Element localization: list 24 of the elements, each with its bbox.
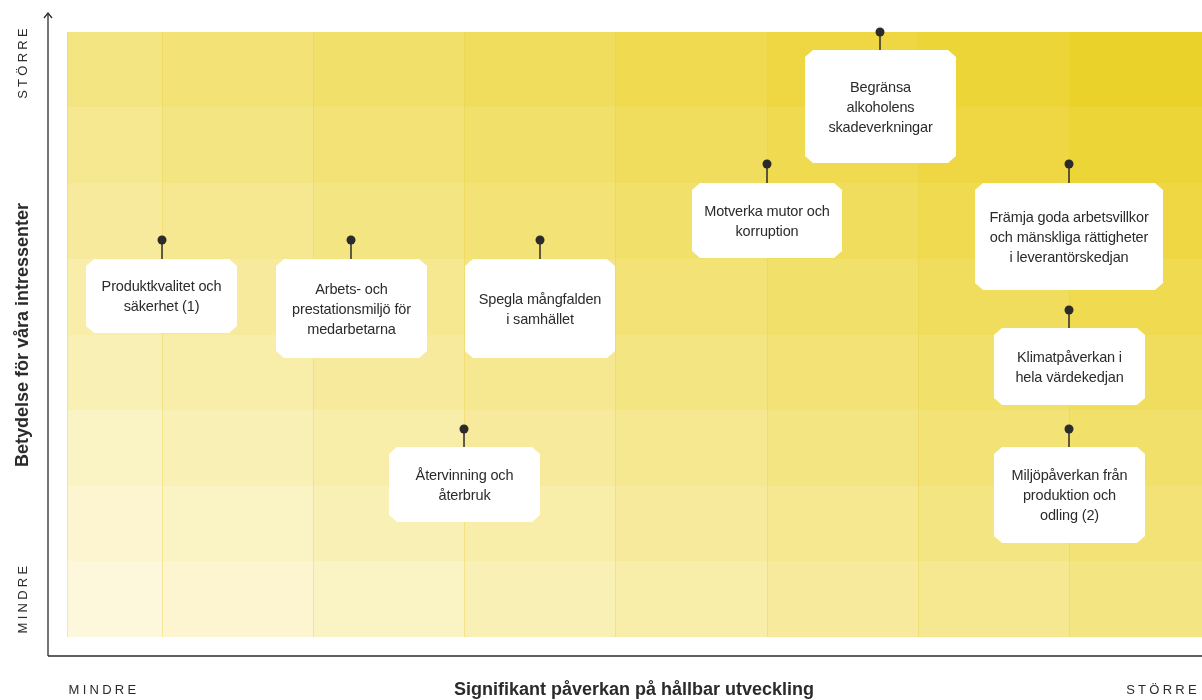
topic-card (975, 183, 1163, 290)
topic-card (805, 50, 956, 163)
topic-text: Miljöpåverkan från produktion och odling (2) (1010, 466, 1129, 525)
topic-text: Begränsa alkoholens skadeverkningar (827, 77, 934, 137)
topic-card (389, 447, 540, 522)
topic-text: Spegla mångfalden i samhället (477, 289, 603, 329)
topic-text: Klimatpåverkan i hela värdekedjan (1014, 347, 1125, 387)
topic-text: Produktkvalitet och säkerhet (1) (100, 277, 223, 316)
axis-end-label: MINDRE (68, 682, 140, 696)
topic-card (276, 259, 427, 358)
axis-end-label: MINDRE (15, 562, 29, 634)
topic-card (692, 183, 842, 258)
axis-end-label: STÖRRE (15, 25, 29, 99)
topic-text: Återvinning och återbruk (414, 465, 515, 505)
topic-card (994, 328, 1145, 405)
topic-card (465, 259, 615, 358)
topic-text: Främja goda arbetsvillkor och mänskliga rättigheter i leverantörskedjan (988, 207, 1150, 267)
topic-card (86, 259, 237, 333)
topic-card (994, 447, 1145, 543)
topic-text: Arbets- och prestationsmiljö för medarbetarna (291, 279, 412, 339)
axis-title: Betydelse för våra intressenter (13, 202, 31, 468)
axis-end-label: STÖRRE (1126, 682, 1200, 696)
axis-title: Signifikant påverkan på hållbar utveckling (453, 680, 815, 698)
topic-text: Motverka mutor och korruption (704, 201, 830, 241)
